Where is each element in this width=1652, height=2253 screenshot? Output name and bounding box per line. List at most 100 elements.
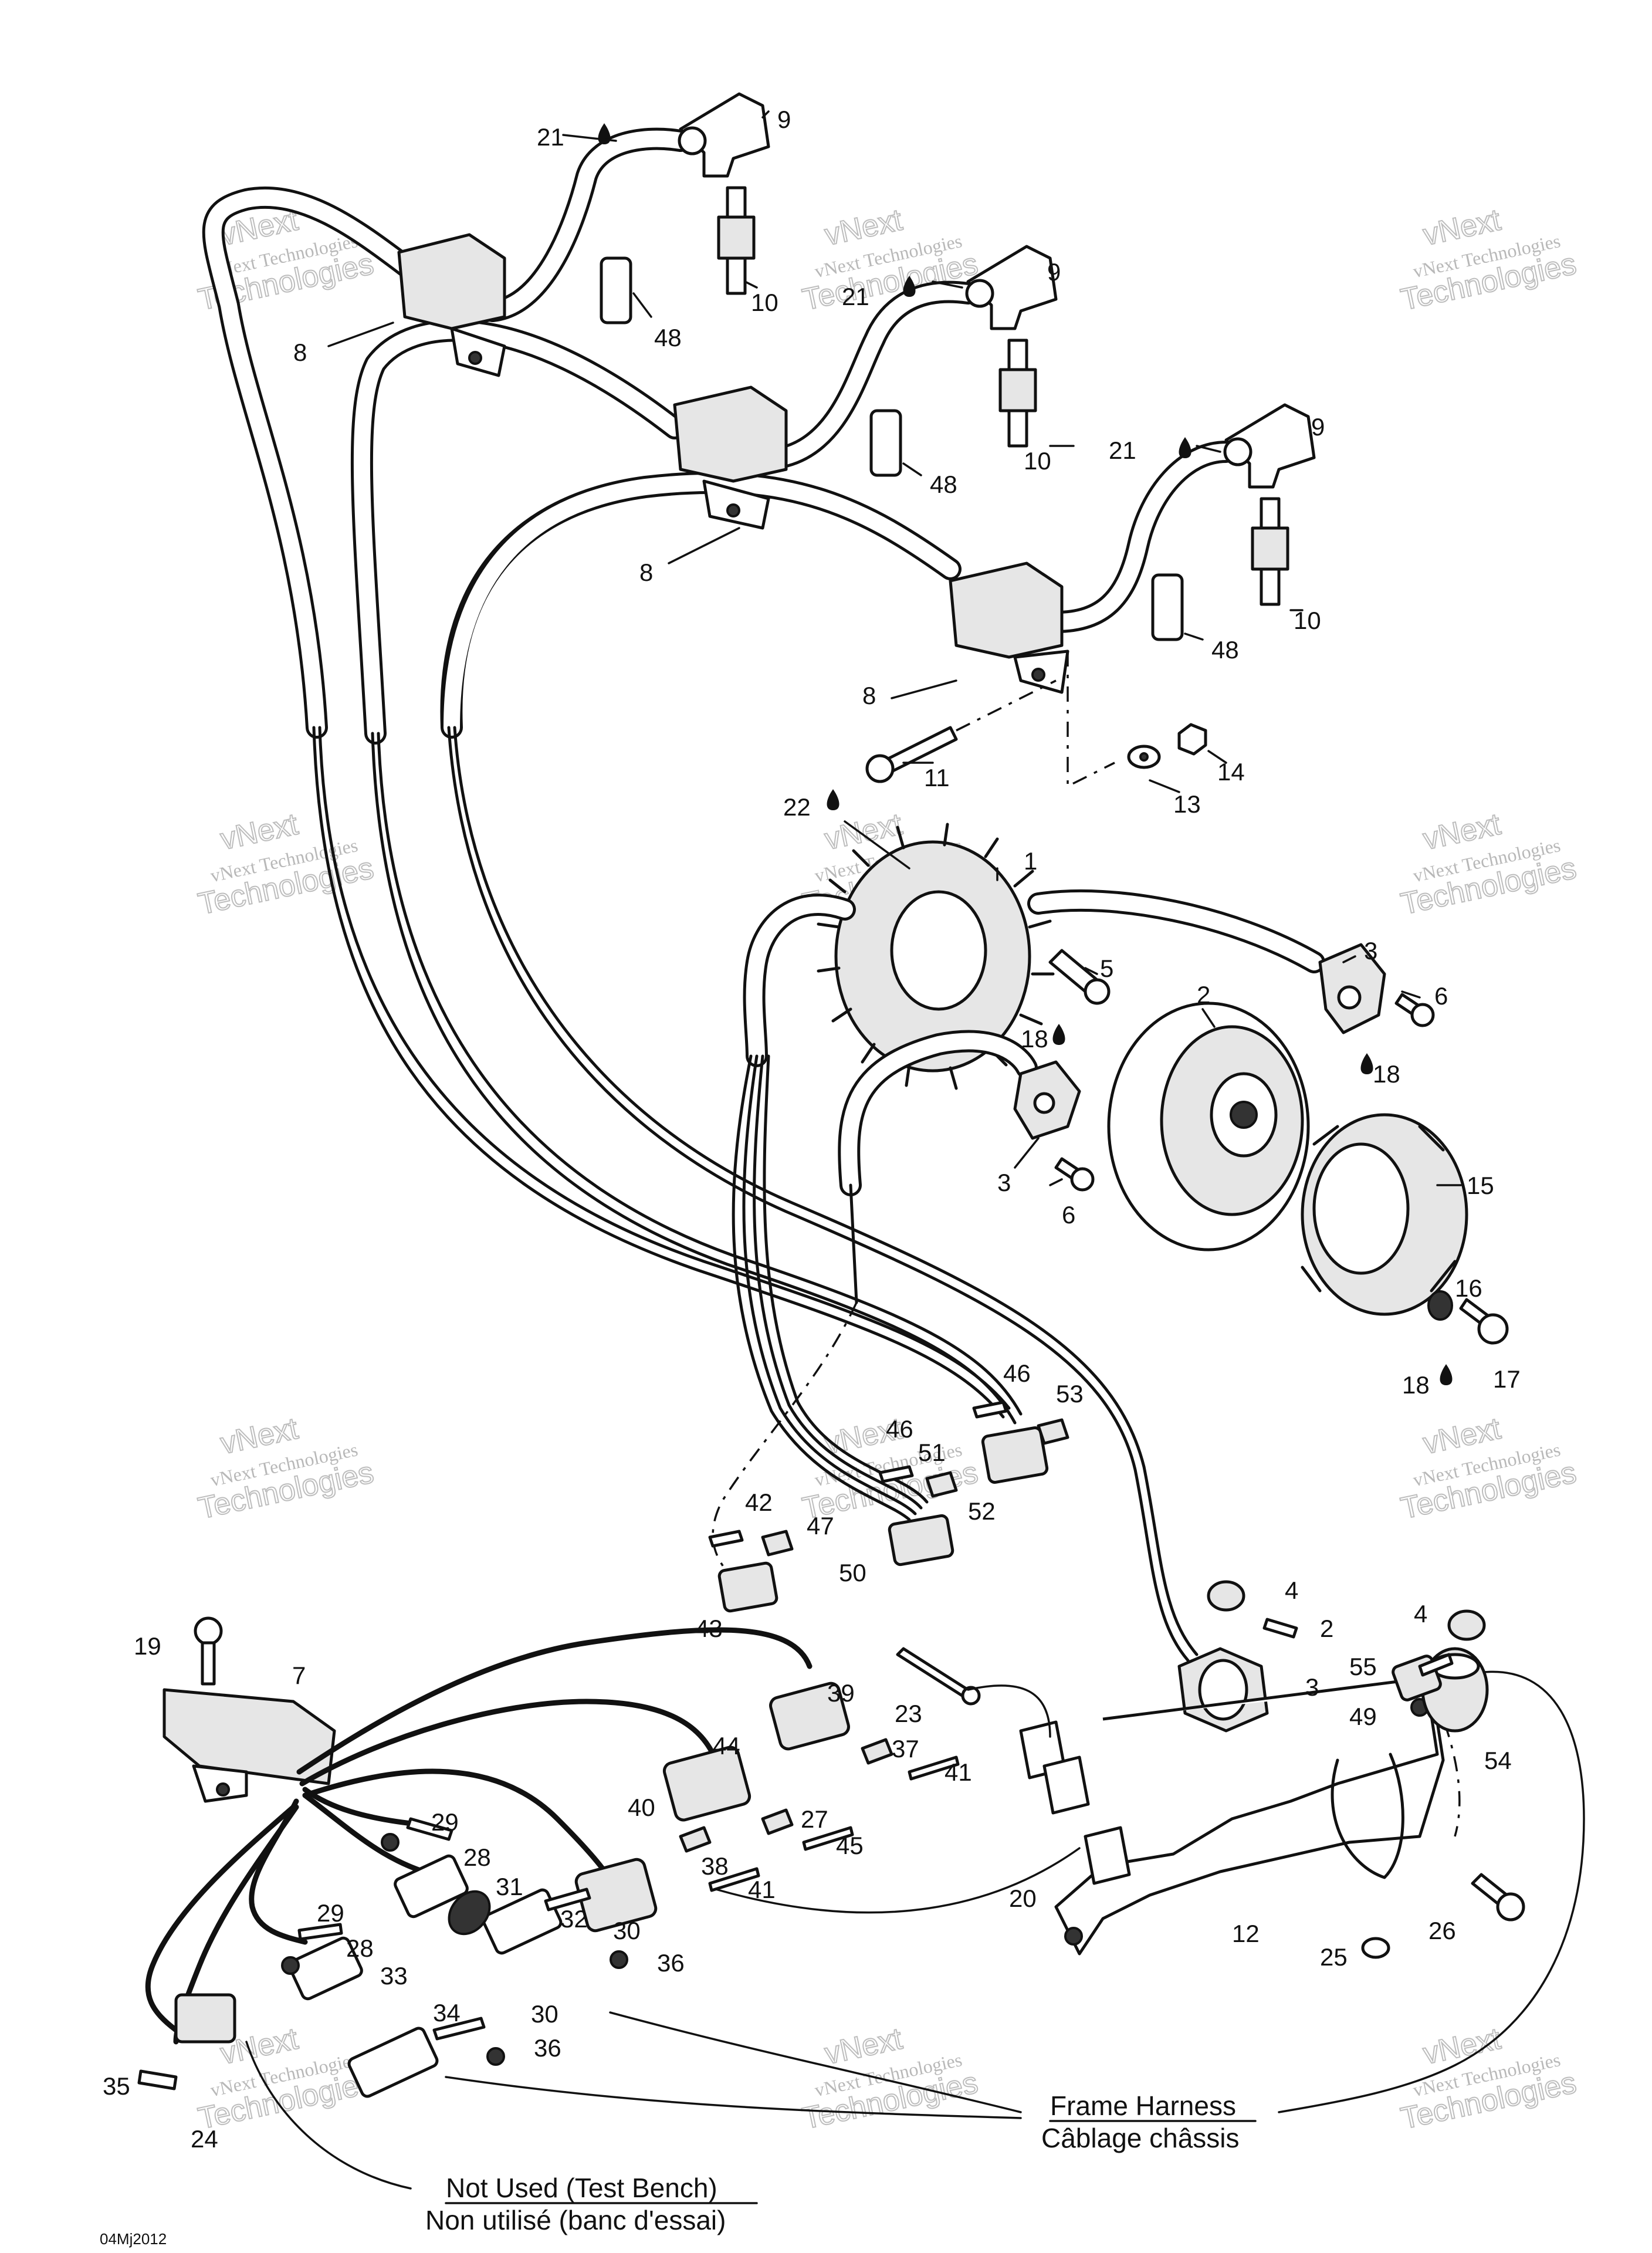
callout-8: 8 — [862, 682, 876, 709]
callout-10: 10 — [751, 289, 778, 316]
watermark: vNext vNext Technologies Technologies — [1397, 202, 1580, 318]
rotor — [1107, 1002, 1310, 1251]
fuse-holder — [1042, 1755, 1090, 1815]
callout-15: 15 — [1467, 1172, 1494, 1199]
callout-33: 33 — [380, 1962, 408, 1990]
callout-24: 24 — [191, 2125, 218, 2153]
callout-52: 52 — [968, 1497, 996, 1525]
callout-47: 47 — [807, 1512, 834, 1540]
callout-28: 28 — [463, 1843, 491, 1871]
spark-plug — [717, 186, 756, 295]
callout-37: 37 — [892, 1735, 919, 1763]
callout-22: 22 — [783, 793, 811, 821]
callout-19: 19 — [134, 1632, 161, 1660]
watermarks: vNext vNext Technologies Technologies vN… — [195, 202, 1580, 2137]
screw — [194, 1616, 223, 1686]
terminal — [297, 1923, 343, 1941]
callout-29: 29 — [317, 1899, 344, 1927]
callout-46: 46 — [1003, 1359, 1031, 1387]
ignition-coil — [673, 385, 788, 530]
ignition-coil — [949, 561, 1069, 694]
callout-6: 6 — [1062, 1201, 1075, 1229]
spark-plug-cap — [965, 245, 1058, 330]
callout-34: 34 — [433, 1999, 461, 2027]
callout-18: 18 — [1402, 1371, 1430, 1399]
terminal — [406, 1817, 453, 1841]
callout-23: 23 — [895, 1700, 922, 1727]
callout-27: 27 — [801, 1805, 828, 1833]
callout-28: 28 — [346, 1934, 374, 1962]
callout-53: 53 — [1056, 1380, 1084, 1408]
callouts: 21 9 10 48 8 21 9 10 48 8 21 9 10 48 8 1… — [103, 106, 1521, 2153]
connector-housing — [717, 1561, 778, 1613]
callout-18: 18 — [1373, 1060, 1400, 1088]
callout-35: 35 — [103, 2072, 130, 2100]
connector — [347, 2027, 439, 2098]
callout-38: 38 — [701, 1852, 729, 1880]
callout-9: 9 — [1047, 258, 1061, 286]
watermark: vNext vNext Technologies Technologies — [1397, 2021, 1580, 2137]
callout-44: 44 — [713, 1732, 740, 1760]
nut — [486, 2047, 505, 2066]
washer — [1127, 745, 1161, 769]
lubricant-drop-icon — [598, 123, 611, 144]
connector — [769, 1682, 850, 1751]
spark-plug — [1251, 497, 1289, 606]
pin — [708, 1867, 760, 1892]
lubricant-drop-icon — [1440, 1364, 1453, 1385]
callout-55: 55 — [1349, 1653, 1377, 1680]
callout-2: 2 — [1197, 981, 1210, 1009]
trigger-sensor — [1013, 1060, 1081, 1140]
main-harness — [145, 1627, 813, 2045]
lubricant-drop-icon — [827, 789, 839, 810]
callout-30: 30 — [613, 1917, 641, 1944]
svg-text:Not Used (Test Bench): Not Used (Test Bench) — [446, 2173, 717, 2203]
nut — [610, 1950, 628, 1969]
connector — [662, 1745, 751, 1822]
svg-text:Câblage châssis: Câblage châssis — [1041, 2123, 1240, 2153]
terminal — [137, 2069, 178, 2090]
terminal — [708, 1530, 744, 1548]
callout-25: 25 — [1320, 1943, 1348, 1971]
callout-6: 6 — [1434, 982, 1448, 1010]
watermark: vNext vNext Technologies Technologies — [195, 1411, 377, 1527]
callout-11: 11 — [924, 764, 950, 791]
terminal — [679, 1826, 712, 1853]
trigger-sensor — [1177, 1647, 1269, 1733]
screw — [865, 726, 958, 783]
screw — [1394, 993, 1435, 1027]
callout-5: 5 — [1100, 955, 1113, 982]
leader-lines — [327, 110, 1462, 1186]
washer — [1361, 1937, 1390, 1959]
callout-41: 41 — [945, 1758, 972, 1786]
connector — [288, 1936, 363, 2001]
callout-12: 12 — [1232, 1920, 1260, 1947]
callout-21: 21 — [1109, 437, 1136, 464]
callout-4: 4 — [1414, 1600, 1427, 1628]
callout-46: 46 — [886, 1415, 913, 1443]
callout-3: 3 — [1364, 937, 1377, 965]
nut — [281, 1956, 300, 1975]
note-not-used: Not Used (Test Bench) Non utilisé (banc … — [425, 2173, 758, 2235]
fuse — [896, 1647, 981, 1706]
sleeve — [869, 409, 902, 477]
callout-21: 21 — [842, 283, 869, 310]
callout-4: 4 — [1285, 1577, 1298, 1604]
terminal — [761, 1808, 794, 1835]
grommet — [1447, 1609, 1486, 1641]
callout-48: 48 — [930, 471, 957, 498]
callout-42: 42 — [745, 1489, 773, 1516]
terminal — [878, 1465, 914, 1483]
callout-2: 2 — [1320, 1615, 1333, 1642]
spark-plug-cap — [1223, 403, 1316, 489]
pin — [908, 1755, 960, 1781]
lubricant-drop-icon — [1360, 1053, 1373, 1074]
callout-48: 48 — [1211, 636, 1239, 664]
connector — [574, 1858, 658, 1933]
screw — [1048, 949, 1111, 1005]
callout-30: 30 — [531, 2000, 558, 2028]
callout-20: 20 — [1009, 1885, 1037, 1912]
bracket — [1054, 1676, 1445, 1956]
callout-3: 3 — [1305, 1673, 1319, 1701]
